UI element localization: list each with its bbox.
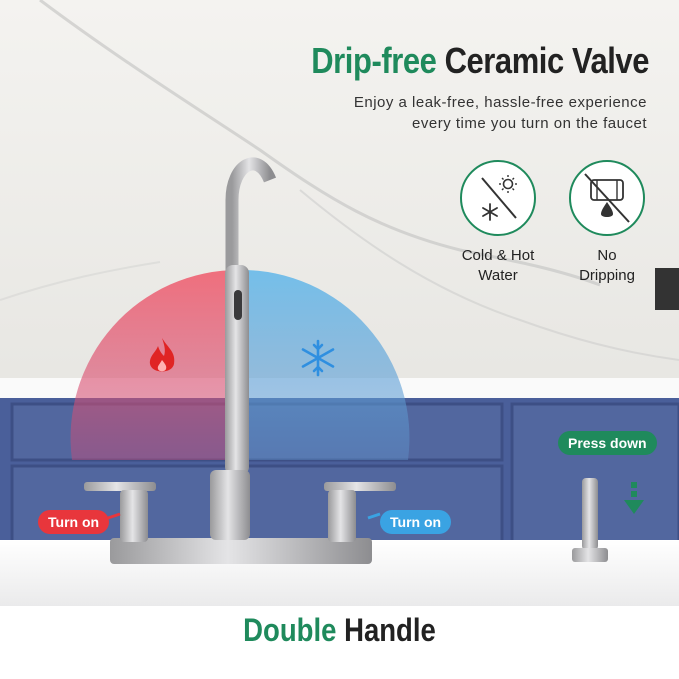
faucet-deck-plate <box>110 538 372 564</box>
marble-vein <box>0 261 161 301</box>
headline: Drip-free Ceramic Valve <box>91 40 649 82</box>
footer-accent: Double <box>243 612 337 648</box>
no-drip-icon <box>569 160 645 236</box>
feature-label: Cold & Hot Water <box>448 246 548 286</box>
appliance <box>655 268 679 310</box>
press-down-label: Press down <box>558 431 657 455</box>
left-handle-lever <box>84 482 156 491</box>
feature-label-line: Water <box>478 267 518 284</box>
left-handle-valve <box>120 490 148 542</box>
right-handle-lever <box>324 482 396 491</box>
right-turn-arrow <box>367 512 381 520</box>
cabinet-door <box>10 464 504 548</box>
subtitle: Enjoy a leak-free, hassle-free experienc… <box>287 92 647 134</box>
right-handle-valve <box>328 490 356 542</box>
marble-vein <box>299 189 679 361</box>
turn-on-label-cold: Turn on <box>380 510 452 534</box>
cold-zone <box>240 269 410 460</box>
faucet-base <box>210 470 250 540</box>
snowflake-icon <box>301 339 335 377</box>
marble-vein <box>39 0 601 287</box>
footer-title: Double Handle <box>48 612 632 649</box>
soap-dispenser-base <box>572 548 608 562</box>
hot-cold-icon <box>460 160 536 236</box>
press-down-arrow-icon <box>624 482 644 514</box>
faucet-spout <box>225 157 277 470</box>
feature-no-drip: No Dripping <box>557 160 657 286</box>
faucet-body <box>225 265 249 475</box>
turn-on-label-hot: Turn on <box>38 510 110 534</box>
soap-dispenser <box>582 478 598 550</box>
feature-hot-cold: Cold & Hot Water <box>448 160 548 286</box>
bottom-band <box>0 606 679 679</box>
feature-label-line: No <box>597 247 617 264</box>
spray-button <box>234 290 242 320</box>
flame-icon <box>149 338 175 372</box>
left-turn-arrow <box>107 512 121 520</box>
subtitle-line: Enjoy a leak-free, hassle-free experienc… <box>353 94 647 111</box>
feature-label-line: Cold & Hot <box>461 247 535 264</box>
headline-accent: Drip-free <box>311 40 437 81</box>
subtitle-line: every time you turn on the faucet <box>412 115 647 132</box>
feature-label: No Dripping <box>557 246 657 286</box>
feature-label-line: Dripping <box>579 267 635 284</box>
headline-main: Ceramic Valve <box>444 40 650 81</box>
footer-main: Handle <box>344 612 436 648</box>
